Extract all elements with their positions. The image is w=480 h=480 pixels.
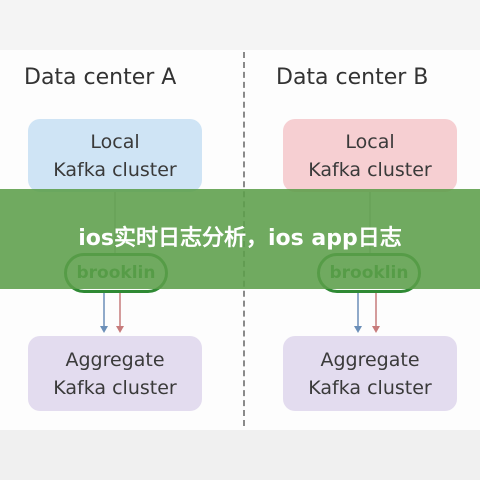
aggregate-kafka-cluster-b: Aggregate Kafka cluster	[283, 336, 457, 411]
banner-title: ios实时日志分析，ios app日志	[78, 226, 402, 251]
agg-b-line1: Aggregate	[320, 348, 420, 371]
aggregate-kafka-cluster-a: Aggregate Kafka cluster	[28, 336, 202, 411]
arrow-a-red-head	[116, 326, 124, 333]
local-a-line2: Kafka cluster	[53, 158, 177, 181]
local-a-line1: Local	[90, 130, 140, 153]
title-banner: ios实时日志分析，ios app日志	[0, 189, 480, 289]
local-kafka-cluster-b: Local Kafka cluster	[283, 119, 457, 192]
bottom-band	[0, 430, 480, 480]
agg-a-line2: Kafka cluster	[53, 376, 177, 399]
arrow-b-blue-head	[354, 326, 362, 333]
agg-b-line2: Kafka cluster	[308, 376, 432, 399]
local-kafka-cluster-a: Local Kafka cluster	[28, 119, 202, 192]
local-b-line2: Kafka cluster	[308, 158, 432, 181]
local-b-line1: Local	[345, 130, 395, 153]
arrow-b-red-head	[372, 326, 380, 333]
agg-a-line1: Aggregate	[65, 348, 165, 371]
datacenter-a-title: Data center A	[24, 65, 177, 90]
datacenter-b-title: Data center B	[276, 65, 429, 90]
arrow-a-blue-head	[100, 326, 108, 333]
